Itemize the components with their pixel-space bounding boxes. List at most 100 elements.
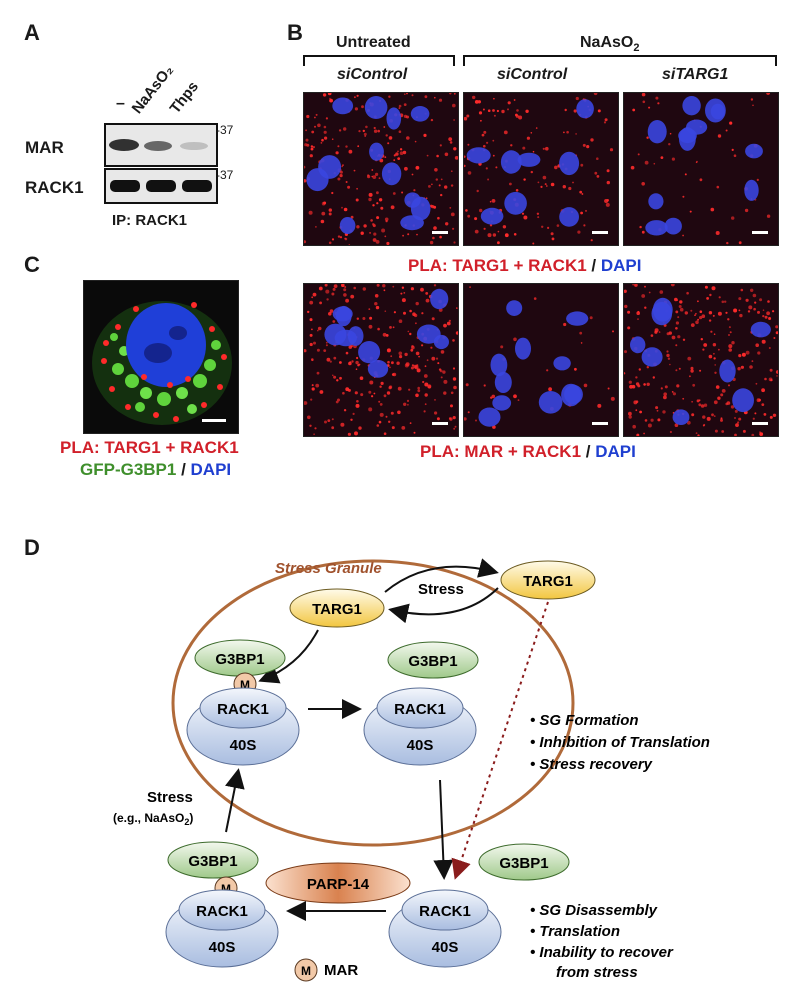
pla-dot [566,130,569,134]
pla-dot [415,165,420,170]
pla-dot [691,401,693,403]
pla-dot [449,207,452,209]
pla-dot [341,165,344,168]
pla-dot [411,345,415,350]
pla-dot [751,433,755,436]
pla-dot [507,101,511,105]
pla-dot [728,348,732,352]
pla-dot [310,145,314,148]
pla-dot [397,410,401,415]
pla-dot [568,186,572,191]
dapi-nucleus [576,99,594,119]
pla-dot [424,393,428,397]
pla-dot [586,145,590,149]
pla-dot [604,199,609,203]
pla-dot [325,344,328,347]
pla-dot [324,136,328,140]
pla-dot [409,309,412,313]
pla-dot [609,148,614,152]
pla-dot [407,403,409,406]
pla-dot [583,383,588,388]
micrograph-b-3 [623,92,779,246]
pla-dot [360,393,364,397]
micrograph-field [464,284,618,436]
pla-dot [507,108,509,111]
pla-dot [326,298,329,301]
pla-dot [424,365,427,368]
blot-rack1-bands [110,180,212,192]
mar-legend-badge [294,958,318,982]
dapi-nucleus [630,336,646,354]
pla-dot [493,114,496,117]
pla-dot [324,284,328,287]
pla-dot [759,431,761,434]
pla-dot [682,195,685,198]
pla-dot [373,126,376,130]
pla-dot [704,285,708,289]
pla-dot [309,424,312,427]
pla-dot [372,175,377,179]
g3bp1-bottom-left [167,841,259,879]
pla-dot [483,144,486,148]
mar-legend-label: MAR [324,962,358,979]
pla-dot [634,284,638,287]
pla-dot [492,139,495,142]
pla-dot [375,172,379,176]
pla-dot [331,426,335,430]
pla-dot [309,318,313,322]
dapi-nucleus [494,371,512,393]
lane-label-control: – [116,95,125,112]
lane-label-thps: Thps [166,78,203,117]
pla-dot [356,94,359,97]
pla-dot [434,399,436,401]
pla-dot [724,300,727,303]
pla-dot [359,376,364,380]
pla-dot [348,244,351,245]
pla-dot [668,331,672,335]
pla-dot [392,192,396,195]
dapi-nucleus [553,356,571,371]
group-treated: NaAsO2 [580,34,640,55]
dapi-nucleus [566,311,589,326]
pla-dot [453,427,456,430]
pla-dot [690,366,694,370]
pla-dot [398,107,401,109]
pla-dot [304,240,307,244]
pla-dot [385,220,388,223]
pla-dot [382,332,387,337]
rack1-right [376,687,464,729]
pla-dot [448,137,453,141]
pla-dot [401,191,404,194]
dapi-nucleus [410,196,431,221]
pla-dot [379,412,384,417]
pla-dot [671,157,675,161]
pla-dot [452,377,457,381]
pla-dot [450,391,454,395]
dapi-nucleus [732,388,754,413]
pla-dot [398,319,403,323]
pla-dot [547,226,550,229]
pla-dot [715,385,720,389]
scale-bar [752,231,768,234]
pla-dot [702,348,705,351]
pla-dot [582,143,586,147]
pla-dot [624,350,627,354]
pla-dot [386,241,390,245]
pla-dot [674,297,678,302]
mar-band-2 [144,141,172,151]
pla-dot [589,316,593,320]
pla-dot [763,413,767,416]
pla-dot [708,354,713,359]
pla-dot [448,417,452,420]
pla-dot [379,385,382,388]
pla-dot [407,233,410,236]
pla-dot [345,181,348,183]
pla-dot [373,129,378,133]
s40-bottom-right-label: 40S [432,939,459,956]
pla-dot [738,309,741,312]
pla-dot [772,310,775,313]
rack1-bottom-right-label: RACK1 [419,903,471,920]
dapi-nucleus [386,107,402,130]
bullet-bottom-1: • SG Disassembly [530,902,658,919]
pla-dot [742,429,746,433]
